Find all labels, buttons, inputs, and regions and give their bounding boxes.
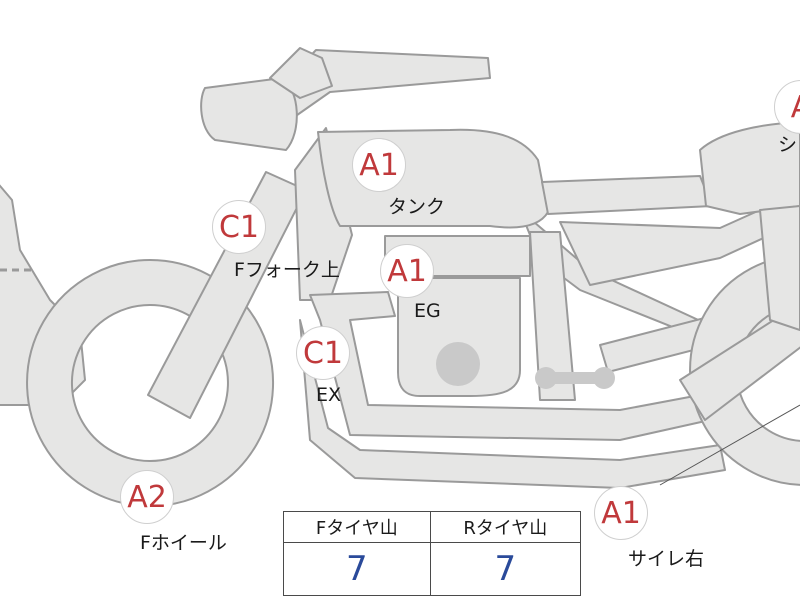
exhaust-label: EX [316,384,342,406]
tire-tread-table: Fタイヤ山 Rタイヤ山 7 7 [283,511,582,596]
front-fork-grade-badge: C1 [212,200,266,254]
rear-shock [759,205,800,331]
exhaust-grade-badge: C1 [296,326,350,380]
rear-subframe [559,209,771,286]
silencer-label: サイレ右 [628,548,705,570]
rear-tire-value: 7 [429,542,582,596]
front-fork-label: Fフォーク上 [234,259,340,281]
frame-center [529,231,576,401]
muffler [679,302,800,421]
front-tire-value: 7 [283,542,431,596]
front-wheel-label: Fホイール [140,532,227,554]
exhaust-upper [309,291,711,441]
engine-label: EG [414,300,441,322]
engine-grade-badge: A1 [380,244,434,298]
seat [541,175,713,215]
silencer-leader [659,404,800,486]
tank-label: タンク [388,196,446,218]
rear-tire-header: Rタイヤ山 [429,511,582,543]
front-wheel-grade-badge: A2 [120,470,174,524]
silencer-grade-badge: A1 [594,486,648,540]
engine-body [397,277,521,397]
headlight [200,77,298,151]
headlight-top [269,47,333,99]
seat-label: シ [778,134,798,156]
front-tire-header: Fタイヤ山 [283,511,431,543]
engine-cover [436,342,480,386]
exhaust-lower [299,319,726,489]
tank-grade-badge: A1 [352,138,406,192]
